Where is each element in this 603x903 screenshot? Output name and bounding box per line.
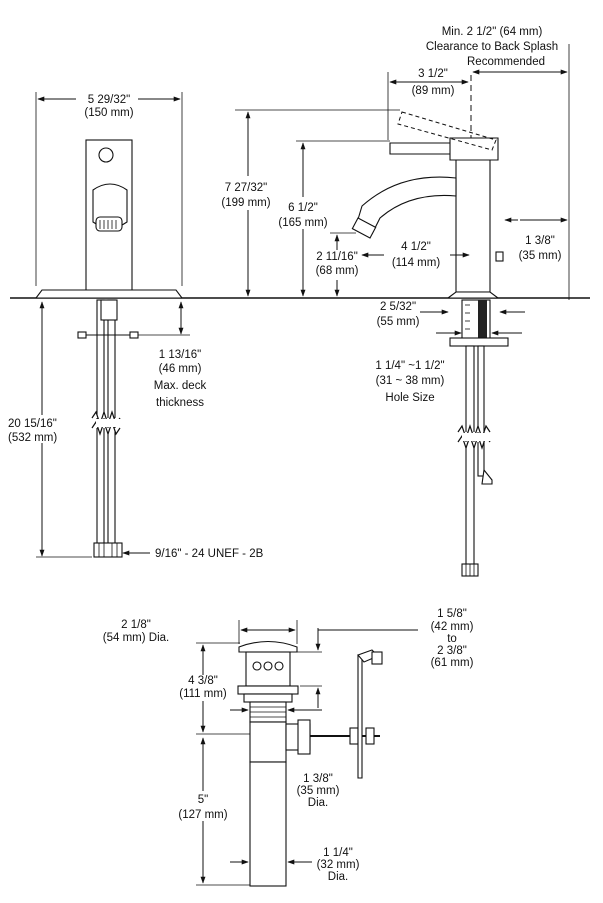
deck-range-mm-label-2: (61 mm) <box>431 657 474 669</box>
deck-range-label: 1 5/8" <box>437 608 467 620</box>
backsplash-offset-dimension: 1 3/8" (35 mm) <box>504 217 568 262</box>
supply-length-mm-label: (532 mm) <box>8 432 57 444</box>
spout-reach-mm-label: (114 mm) <box>392 257 441 269</box>
tail-dia-dimension: 1 1/4" (32 mm) Dia. <box>230 847 360 883</box>
tail-dia-mm-label: (32 mm) <box>317 859 360 871</box>
front-width-mm-label: (150 mm) <box>84 107 133 119</box>
spout-height-mm-label: (165 mm) <box>278 217 327 229</box>
flange-dia-mm-label: (54 mm) Dia. <box>103 632 169 644</box>
tail-dia-label: 1 1/4" <box>323 847 353 859</box>
thread-spec-label: 9/16" - 24 UNEF - 2B <box>155 548 264 560</box>
aerator-height-mm-label: (68 mm) <box>316 265 359 277</box>
deck-thickness-note-2: thickness <box>156 397 204 409</box>
front-width-label: 5 29/32" <box>88 94 130 106</box>
spout-height-label: 6 1/2" <box>288 202 318 214</box>
outlet-dia-mm-label: (35 mm) <box>297 785 340 797</box>
deck-range-to-label: to <box>447 633 457 645</box>
thread-spec-callout: 9/16" - 24 UNEF - 2B <box>122 548 264 560</box>
deck-thickness-label: 1 13/16" <box>159 349 201 361</box>
deck-range-dimension: 1 5/8" (42 mm) to 2 3/8" (61 mm) <box>297 608 474 708</box>
deck-range-mm-label-1: (42 mm) <box>431 621 474 633</box>
clearance-line-3: Recommended <box>467 56 545 68</box>
flange-dia-label: 2 1/8" <box>121 619 151 631</box>
handle-reach-mm-label: (89 mm) <box>412 85 455 97</box>
outlet-dia-label: 1 3/8" <box>303 773 333 785</box>
body-height-mm-label: (111 mm) <box>179 688 227 700</box>
hole-size-caption: Hole Size <box>385 392 434 404</box>
outlet-dia-dimension: 1 3/8" (35 mm) Dia. <box>230 707 340 809</box>
deck-thickness-mm-label: (46 mm) <box>159 363 202 375</box>
aerator-height-label: 2 11/16" <box>316 251 358 263</box>
tail-dia-caption: Dia. <box>328 871 348 883</box>
spout-reach-label: 4 1/2" <box>401 241 431 253</box>
supply-length-dimension: 20 15/16" (532 mm) <box>4 301 92 558</box>
aerator-height-dimension: 2 11/16" (68 mm) <box>308 232 368 297</box>
spout-height-dimension: 6 1/2" (165 mm) <box>272 140 390 297</box>
faucet-front-view <box>34 139 184 558</box>
deck-thickness-note-1: Max. deck <box>154 380 207 392</box>
backsplash-offset-label: 1 3/8" <box>525 235 555 247</box>
base-width-label: 2 5/32" <box>380 301 416 313</box>
outlet-dia-caption: Dia. <box>308 797 328 809</box>
drain-assembly <box>237 640 383 887</box>
front-width-dimension: 5 29/32" (150 mm) <box>35 92 183 286</box>
overall-height-label: 7 27/32" <box>225 182 267 194</box>
base-width-dimension: 2 5/32" (55 mm) <box>377 301 525 328</box>
overall-height-dimension: 7 27/32" (199 mm) <box>214 109 400 297</box>
flange-dia-dimension: 2 1/8" (54 mm) Dia. <box>103 619 298 644</box>
tail-length-label: 5" <box>198 794 208 806</box>
deck-thickness-dimension: 1 13/16" (46 mm) Max. deck thickness <box>138 301 207 409</box>
spout-reach-dimension: 4 1/2" (114 mm) <box>361 241 470 271</box>
hole-size-dimension: 1 1/4" ~1 1/2" (31 ~ 38 mm) Hole Size <box>375 330 522 404</box>
body-height-label: 4 3/8" <box>188 675 218 687</box>
clearance-line-2: Clearance to Back Splash <box>426 41 558 53</box>
faucet-side-view <box>351 75 509 577</box>
backsplash-offset-mm-label: (35 mm) <box>519 250 562 262</box>
clearance-dimension: Min. 2 1/2" (64 mm) Clearance to Back Sp… <box>426 26 570 300</box>
handle-reach-dimension: 3 1/2" (89 mm) <box>387 64 469 140</box>
hole-size-mm-label: (31 ~ 38 mm) <box>376 375 445 387</box>
handle-reach-label: 3 1/2" <box>418 68 448 80</box>
body-height-dimension: 4 3/8" (111 mm) <box>170 642 250 735</box>
clearance-line-1: Min. 2 1/2" (64 mm) <box>442 26 543 38</box>
hole-size-label: 1 1/4" ~1 1/2" <box>375 360 444 372</box>
deck-range-label-2: 2 3/8" <box>437 645 467 657</box>
supply-length-label: 20 15/16" <box>8 418 57 430</box>
tail-length-mm-label: (127 mm) <box>178 809 227 821</box>
overall-height-mm-label: (199 mm) <box>221 197 270 209</box>
base-width-mm-label: (55 mm) <box>377 316 420 328</box>
tail-length-dimension: 5" (127 mm) <box>168 737 250 886</box>
